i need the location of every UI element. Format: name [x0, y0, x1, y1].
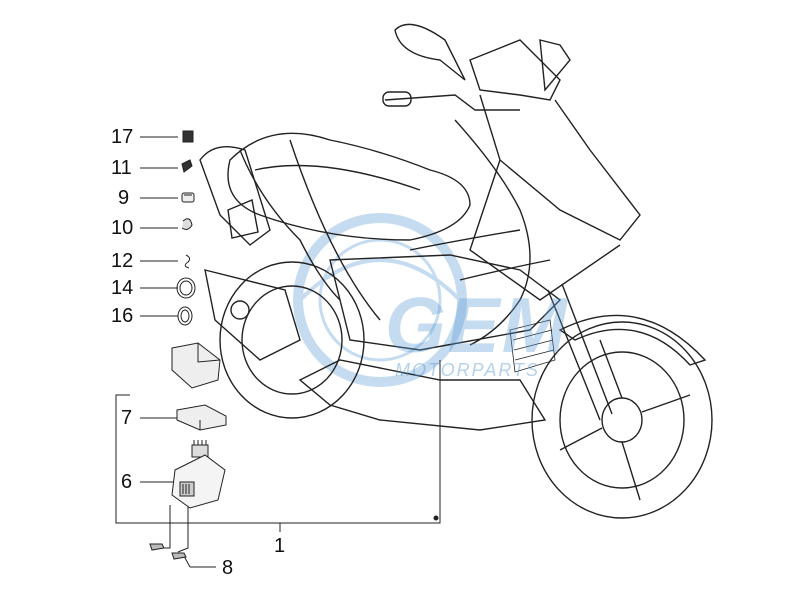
small-parts	[149, 130, 227, 560]
callout-7: 7	[121, 407, 133, 429]
callout-1: 1	[274, 535, 286, 557]
scooter-body	[199, 23, 713, 519]
callout-17: 17	[111, 126, 134, 148]
front-grille	[509, 319, 556, 373]
callout-9: 9	[118, 187, 130, 209]
callout-8: 8	[222, 557, 234, 579]
callout-10: 10	[111, 217, 134, 239]
callout-11: 11	[111, 157, 132, 179]
callout-12: 12	[111, 250, 134, 272]
callout-14: 14	[111, 277, 134, 299]
leader-dot	[433, 515, 439, 521]
callout-16: 16	[111, 305, 134, 327]
callout-6: 6	[121, 471, 133, 493]
leader-lines	[115, 136, 441, 568]
watermark-logo	[293, 213, 467, 387]
